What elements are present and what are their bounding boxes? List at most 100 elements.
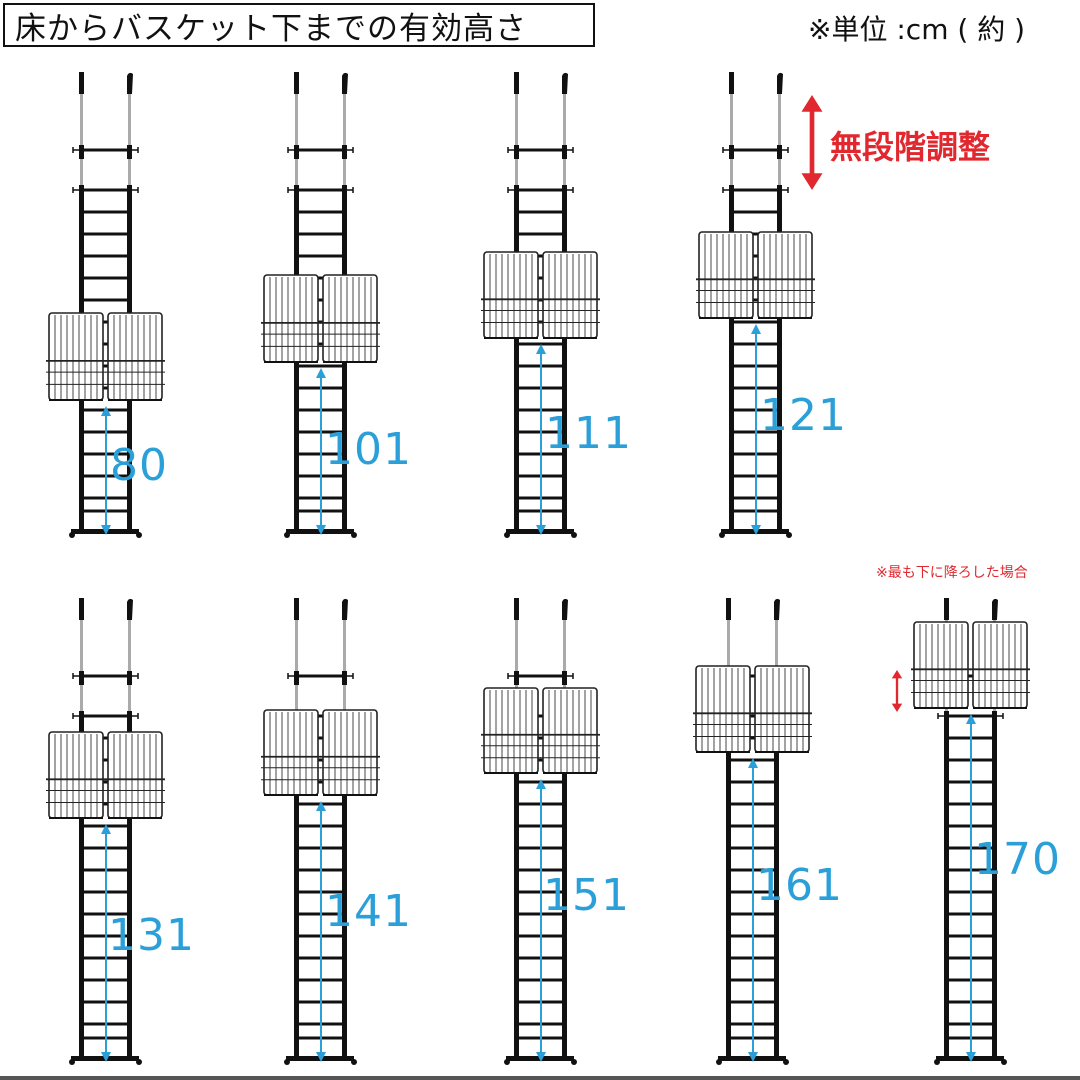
pole-cap	[562, 72, 568, 94]
pole-cap	[127, 72, 133, 94]
ladder-figure-5	[46, 598, 165, 1065]
ladder-rail-right	[777, 190, 782, 533]
diagram-title: 床からバスケット下までの有効高さ	[15, 10, 527, 47]
telescopic-pole	[778, 94, 781, 190]
foot-caster	[571, 1059, 577, 1065]
foot-caster	[1001, 1059, 1007, 1065]
pole-cap	[777, 72, 783, 94]
wire-basket	[320, 274, 380, 363]
pole-cap	[79, 598, 84, 620]
pole-cap	[562, 598, 568, 620]
foot-caster	[136, 532, 142, 538]
pole-cap	[342, 598, 348, 620]
clamp	[562, 145, 567, 159]
foot-caster	[504, 532, 510, 538]
pole-cap	[294, 598, 299, 620]
ladder-rail-left	[79, 716, 84, 1060]
height-value-label: 161	[756, 860, 843, 911]
ladder-rail-right	[342, 716, 347, 1060]
wire-basket	[693, 665, 753, 753]
arrow-up-icon	[748, 758, 758, 768]
clamp	[79, 671, 84, 685]
arrow-down-icon	[536, 1052, 546, 1062]
stepless-adjust-label: 無段階調整	[830, 128, 991, 166]
ladder-rail-left	[944, 716, 949, 1060]
ladder-figure-6	[261, 598, 380, 1065]
foot-caster	[719, 532, 725, 538]
arrow-down-icon	[748, 1052, 758, 1062]
wire-basket	[755, 231, 815, 319]
ladder-rail-right	[562, 716, 567, 1060]
height-value-label: 131	[108, 910, 195, 961]
lowest-double-arrow-icon	[891, 670, 903, 712]
pole-cap	[992, 598, 998, 620]
clamp	[562, 671, 567, 685]
pole-cap	[729, 72, 734, 94]
arrow-up-icon	[101, 406, 111, 416]
telescopic-pole	[515, 94, 518, 190]
ladder-figure-7	[481, 598, 600, 1065]
arrow-down-icon	[536, 525, 546, 535]
arrow-up-icon	[536, 344, 546, 354]
wire-basket	[261, 274, 321, 363]
telescopic-pole	[563, 94, 566, 190]
pole-cap	[774, 598, 780, 620]
clamp	[729, 145, 734, 159]
clamp	[127, 145, 132, 159]
arrow-down-icon	[316, 1052, 326, 1062]
foot-caster	[786, 532, 792, 538]
clamp	[79, 145, 84, 159]
pole-cap	[514, 598, 519, 620]
clamp	[294, 145, 299, 159]
telescopic-pole	[295, 620, 298, 716]
ladder-rail-right	[774, 716, 779, 1060]
telescopic-pole	[730, 94, 733, 190]
wire-basket	[752, 665, 812, 753]
ladder-figure-9	[911, 598, 1030, 1065]
bottom-divider	[0, 1076, 1080, 1080]
wire-basket	[320, 709, 380, 796]
height-value-label: 121	[760, 390, 847, 441]
ladder-figure-3	[481, 72, 600, 538]
ladder-figure-8	[693, 598, 812, 1065]
foot-caster	[504, 1059, 510, 1065]
foot-caster	[351, 1059, 357, 1065]
height-value-label: 111	[545, 408, 632, 459]
clamp	[294, 671, 299, 685]
arrow-up-icon	[751, 324, 761, 334]
arrow-down-icon	[101, 525, 111, 535]
foot-caster	[284, 1059, 290, 1065]
telescopic-pole	[128, 620, 131, 716]
telescopic-pole	[515, 620, 518, 716]
wire-basket	[970, 621, 1030, 709]
foot-caster	[783, 1059, 789, 1065]
ladder-figure-4	[696, 72, 815, 538]
unit-note: ※単位 :cm ( 約 )	[808, 13, 1026, 46]
title-box: 床からバスケット下までの有効高さ	[3, 3, 595, 47]
clamp	[342, 145, 347, 159]
pole-cap	[726, 598, 731, 620]
height-value-label: 101	[325, 424, 412, 475]
arrow-down-icon	[316, 525, 326, 535]
clamp	[777, 145, 782, 159]
pole-cap	[514, 72, 519, 94]
pole-cap	[127, 598, 133, 620]
arrow-up-icon	[966, 714, 976, 724]
ladder-rail-right	[562, 190, 567, 533]
arrow-down-icon	[966, 1052, 976, 1062]
arrow-down-icon	[751, 525, 761, 535]
clamp	[514, 671, 519, 685]
foot-caster	[69, 1059, 75, 1065]
telescopic-pole	[80, 94, 83, 190]
pole-cap	[944, 598, 949, 620]
telescopic-pole	[128, 94, 131, 190]
arrow-up-icon	[536, 779, 546, 789]
ladder-rail-right	[992, 716, 997, 1060]
lowest-position-note: ※最も下に降ろした場合	[876, 565, 1028, 581]
telescopic-pole	[80, 620, 83, 716]
foot-caster	[284, 532, 290, 538]
ladder-rail-left	[726, 716, 731, 1060]
wire-basket	[46, 312, 106, 401]
wire-basket	[911, 621, 971, 709]
